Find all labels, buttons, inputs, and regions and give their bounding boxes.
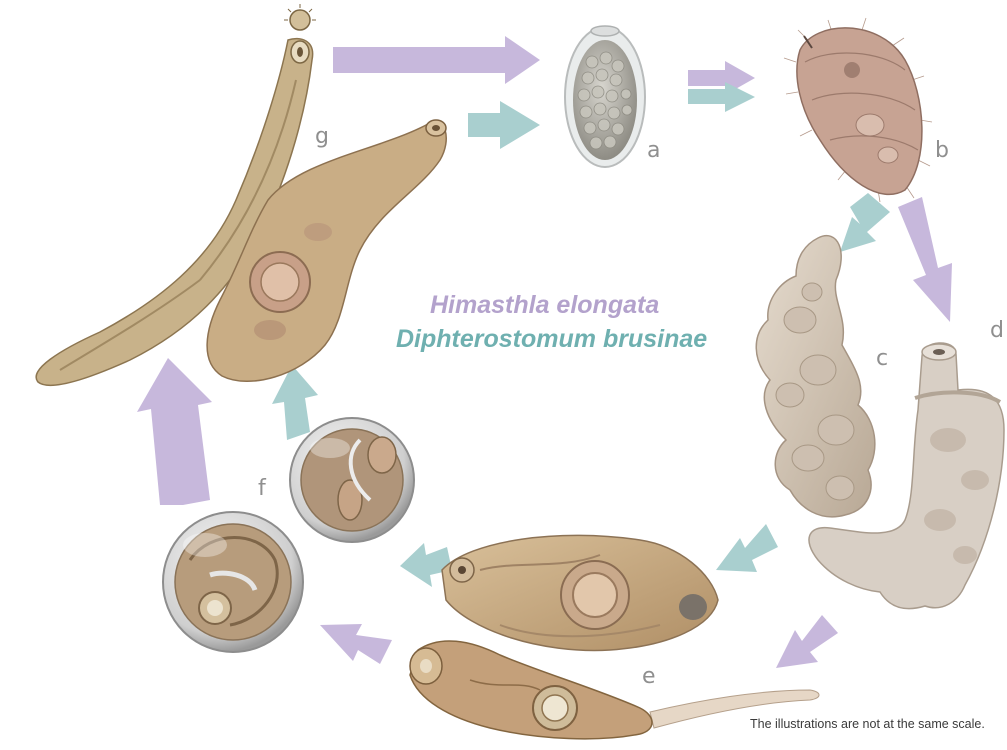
species-name-secondary: Diphterostomum brusinae	[396, 325, 707, 354]
stage-label-a: a	[647, 138, 660, 163]
arrow-b-to-c-secondary	[840, 193, 890, 252]
arrow-d-to-e-primary	[776, 615, 838, 668]
stage-label-f: f	[258, 476, 266, 501]
arrow-c-to-e-secondary	[716, 524, 778, 572]
arrow-g-to-a-primary	[333, 36, 540, 84]
stage-label-d: d	[990, 318, 1004, 343]
stage-label-e: e	[642, 664, 656, 689]
arrow-g-to-a-secondary	[468, 101, 540, 149]
stage-label-b: b	[935, 138, 949, 163]
miracidium-b	[784, 18, 932, 202]
secondary-larva-e	[442, 535, 718, 650]
cyst-f-left	[163, 512, 303, 652]
stage-label-g: g	[315, 124, 329, 149]
species-name-primary: Himasthla elongata	[430, 291, 659, 320]
sporocyst-c	[756, 236, 875, 517]
arrow-a-to-b-secondary	[688, 82, 755, 112]
cyst-f-right	[290, 418, 414, 542]
stage-label-c: c	[876, 346, 888, 371]
scale-note: The illustrations are not at the same sc…	[750, 717, 985, 731]
arrow-b-to-d-primary	[898, 197, 952, 322]
egg-a	[565, 26, 645, 167]
arrow-f-to-g-primary	[137, 358, 212, 505]
arrow-e-to-f-primary	[320, 624, 392, 664]
